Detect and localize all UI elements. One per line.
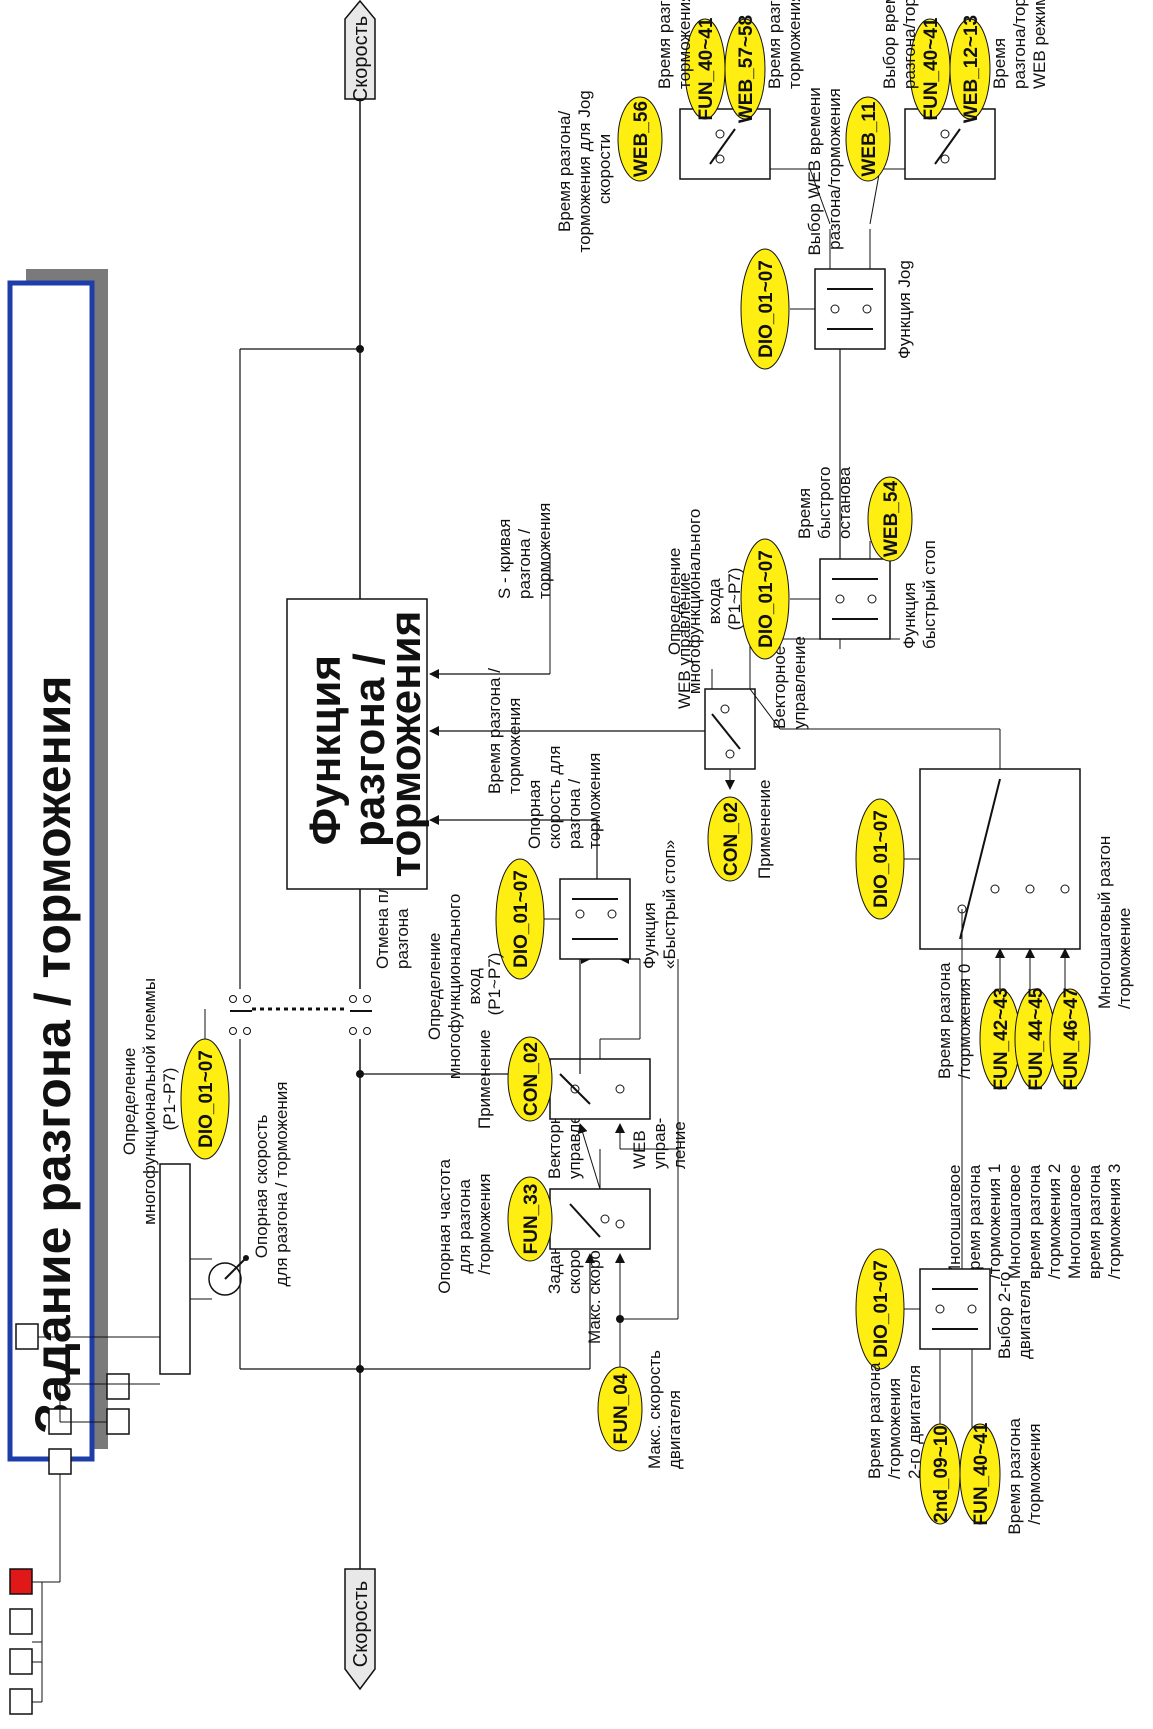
con02-param-b-label: CON_02 [721,802,742,876]
quick-stop-fn-label: Функция «Быстрый стоп» [640,840,679,969]
dio-m2-param-label: DIO_01~07 [871,1260,892,1358]
ref-freq-switch[interactable] [549,1188,651,1250]
dio-top-param-label: DIO_01~07 [196,1050,217,1148]
nav-box[interactable] [9,1688,33,1715]
web54-param-label: WEB_54 [881,481,902,557]
ref-speed-label: Опорная скорость для разгона / торможени… [252,1082,291,1287]
ref-speed-accel-label: Опорная скорость для разгона / торможени… [525,741,604,849]
web54-param[interactable] [867,476,913,562]
web12-param-label: WEB_12~13 [961,15,982,123]
page-title: Задание разгона / торможения [25,675,81,1434]
jog-time-label: Время разгона/ торможения для Jog скорос… [555,85,614,252]
web57-param[interactable] [724,18,766,120]
accel-function-block[interactable] [286,598,428,890]
con02-param-a[interactable] [507,1036,553,1122]
quick-stop-time-label: Время быстрого останова [795,462,854,539]
dio-jog-param-label: DIO_01~07 [756,260,777,358]
multistep-switch[interactable] [919,768,1081,950]
fun40-c-param-label: FUN_40~41 [971,1422,992,1525]
vector-ctrl-2-label: Векторное управление [770,636,809,729]
motor2-switch[interactable] [919,1268,991,1350]
jog-fn-label: Функция Jog [895,260,914,359]
fun42-param-label: FUN_42~43 [991,988,1012,1091]
dio-qs-param-label: DIO_01~07 [511,870,532,968]
accel-time-label: Время разгона / торможения [485,663,524,794]
web56-param[interactable] [617,96,663,182]
fun33-param[interactable] [507,1176,553,1262]
web11-param-label: WEB_11 [859,101,880,176]
accel-function-title: Функция разгона / торможения [301,611,430,878]
fun04-param-label: FUN_04 [611,1373,632,1444]
web56-param-label: WEB_56 [631,101,652,177]
fun46-param[interactable] [1049,988,1091,1090]
web11-param[interactable] [845,96,891,182]
nav-box[interactable] [106,1408,130,1435]
nav-box-active[interactable] [9,1568,33,1595]
web12-desc: Время разгона/торможения WEB режима [990,0,1049,89]
nd2-param-label: 2nd_09~10 [931,1425,952,1523]
ms3-label: Многошаговое время разгона /торможения 3 [1065,1160,1124,1279]
fun33-param-label: FUN_33 [521,1184,542,1255]
dio-qs2-param-label: DIO_01~07 [756,550,777,648]
dio-ms-param[interactable] [855,798,905,920]
dio-m2-param[interactable] [855,1248,905,1370]
fun40-bottom-label: Время разгона /торможения [1005,1413,1044,1534]
dio-qs2-param[interactable] [740,538,790,660]
web57-desc: Время разгона/ торможения Jog [765,0,804,89]
nav-box[interactable] [48,1448,72,1475]
fun44-param-label: FUN_44~45 [1026,987,1047,1090]
application-switch-1[interactable] [549,1058,651,1120]
speed-right-label: Скорость [350,16,372,102]
dio-mf-input-label: Определение многофункционального вход (P… [425,889,504,1079]
speed-arrow-left: Скорость [344,1568,376,1691]
speed-left-label: Скорость [350,1581,372,1667]
fun40-b-param-label: FUN_40~41 [921,17,942,120]
ms2-label: Многошаговое время разгона /торможения 2 [1005,1160,1064,1279]
fun40-a-param-label: FUN_40~41 [696,17,717,120]
nav-box[interactable] [15,1323,39,1350]
web12-param[interactable] [949,18,991,120]
dio-qs-param[interactable] [495,858,545,980]
application-2-label: Применение [755,780,774,880]
dio-jog-param[interactable] [740,248,790,370]
nav-box[interactable] [9,1648,33,1675]
nav-box[interactable] [9,1608,33,1635]
con02-param-b[interactable] [707,796,753,882]
application-1-label: Применение [475,1030,494,1130]
select-time-label: Выбор времени разгона/торможения [880,0,919,89]
dio-top-label: Определение многофункциональной клеммы (… [120,973,179,1225]
web-ctrl-1: WEB управ- ление [630,1113,689,1169]
ms1-label: Многошаговое время разгона /торможения 1 [945,1160,1004,1279]
nav-map [9,1163,249,1715]
fun04-desc: Макс. скорость двигателя [645,1345,684,1469]
web-ctrl-2-label: WEB управление [675,573,694,709]
jog-switch[interactable] [814,268,886,350]
fun46-param-label: FUN_46~47 [1061,988,1082,1091]
con02-param-a-label: CON_02 [521,1042,542,1116]
multistep-label: Многошаговый разгон /торможение [1095,831,1134,1009]
web-select-label: Выбор WEB времени разгона/торможения [805,82,844,255]
nav-bus [159,1163,191,1375]
fun40-top-label: Время разгона/ торможения [655,0,694,89]
web57-param-label: WEB_57~58 [736,15,757,123]
dio-ms-param-label: DIO_01~07 [871,810,892,908]
s-curve-label: S - кривая разгона / торможения [495,503,554,599]
time0-label: Время разгона /торможения 0 [935,958,974,1079]
quick-stop2-label: Функция быстрый стоп [900,540,939,649]
dio-mf-input2-label: Определение многофункционального входа (… [665,504,744,694]
quick-stop-switch-2[interactable] [819,558,891,640]
motor2-select-label: Выбор 2-го двигателя [995,1267,1034,1359]
fun33-desc: Опорная частота для разгона /торможения [435,1154,494,1293]
motor2-time-label: Время разгона /торможения 2-го двигателя [865,1358,924,1479]
nav-box[interactable] [106,1373,130,1400]
quick-stop-switch[interactable] [559,878,631,960]
dio-top-group: Определение многофункциональной клеммы (… [120,973,375,1225]
fun40-c-param[interactable] [959,1423,1001,1525]
speed-arrow-right: Скорость [344,0,376,102]
